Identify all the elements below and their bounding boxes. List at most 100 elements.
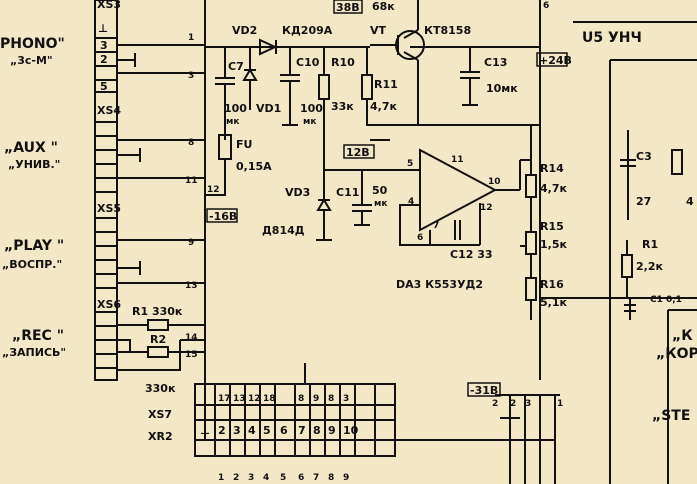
label-c10-unit: мк [303,117,316,127]
label-minus16v: -16В [209,210,237,223]
label-vd2: VD2 [232,24,257,37]
label-c13-value: 10мк [486,82,518,95]
label-c10: C10 [296,56,320,69]
label-r15: R15 [540,220,564,233]
label-play-sub: „ВОСПР." [2,258,62,271]
label-r14-value: 4,7к [540,182,567,195]
label-xr2: XR2 [148,430,173,443]
xs7-plug-pin-9: 10 [343,424,359,437]
label-da3: DA3 К553УД2 [396,278,483,291]
label-330k: 330к [145,382,176,395]
xr2-pin-5: 6 [298,473,304,483]
label-c7-unit: мк [226,117,239,127]
pin-13: 13 [185,281,198,291]
label-d814d: Д814Д [262,224,305,237]
xs7-plug-pin-2: 3 [233,424,241,437]
label-phono: PHONO" [0,36,65,52]
pin-1: 1 [188,33,194,43]
xs7-top-pin-1: 13 [233,394,246,404]
label-r10-value: 33к [331,100,354,113]
label-play: „PLAY " [4,238,64,254]
label-r15-value: 1,5к [540,238,567,251]
label-vd3: VD3 [285,186,310,199]
pin-3-xs3: 3 [100,39,108,52]
label-r1-right-value: 2,2к [636,260,663,273]
xs7-top-pin-6: 8 [328,394,334,404]
xs7-plug-pin-4: 5 [263,424,271,437]
label-oa-pin11: 11 [451,155,464,165]
label-r10: R10 [331,56,355,69]
label-xs4: XS4 [97,104,121,117]
label-oa-pin7: 7 [433,221,439,231]
xr2-pin-8: 9 [343,473,349,483]
label-u5-title: U5 УНЧ [582,30,642,46]
pin-3: 3 [188,71,194,81]
pin-11: 11 [185,176,198,186]
pin-9: 9 [188,238,194,248]
label-68k: 68к [372,0,395,13]
label-38v: 38В [336,1,360,14]
label-c11-value: 50 [372,184,388,197]
label-c7-value: 100 [224,102,247,115]
label-oa-pin12: 12 [480,203,493,213]
label-rec: „REC " [12,328,64,344]
pin-5-xs3: 5 [100,80,108,93]
xr2-pin-4: 5 [280,473,286,483]
label-xs5: XS5 [97,202,121,215]
label-r11: R11 [374,78,398,91]
label-aux: „AUX " [4,140,58,156]
pin-12: 12 [207,185,220,195]
label-oa-pin5: 5 [407,159,413,169]
label-vt: VT [370,24,387,37]
xs7-top-pin-4: 8 [298,394,304,404]
label-oa-pin10: 10 [488,177,501,187]
label-pin-3b: 3 [525,399,531,409]
xs7-plug-pin-5: 6 [280,424,288,437]
label-c11: C11 [336,186,359,199]
label-pin-2c: 2 [492,399,498,409]
label-rec-sub: „ЗАПИСЬ" [2,346,66,359]
label-kor: „КОР [656,346,697,362]
label-xs7: XS7 [148,408,172,421]
xs7-plug-pin-3: 4 [248,424,256,437]
pin-15: 15 [185,350,198,360]
label-c10-value: 100 [300,102,323,115]
label-24v: +24В [539,54,572,67]
label-c3-value: 27 [636,195,651,208]
xr2-pin-1: 2 [233,473,239,483]
xs7-plug-pin-6: 7 [298,424,306,437]
xs7-top-pin-3: 18 [263,394,276,404]
label-xs3: XS3 [97,0,121,11]
label-vd1: VD1 [256,102,281,115]
label-pin-2b: 2 [510,399,516,409]
xr2-pin-3: 4 [263,473,269,483]
label-pin6: 6 [543,1,549,11]
label-r2: R2 [150,333,166,346]
xr2-pin-7: 8 [328,473,334,483]
xs7-top-pin-2: 12 [248,394,261,404]
xr2-pin-0: 1 [218,473,224,483]
label-r11-value: 4,7к [370,100,397,113]
xr2-pin-2: 3 [248,473,254,483]
label-phono-sub: „3с-М" [10,54,53,67]
pin-gnd-xs3: ⊥ [98,22,108,35]
label-r1: R1 330к [132,305,183,318]
label-kt8158: КТ8158 [424,24,471,37]
label-c12: C12 33 [450,248,493,261]
label-fu-value: 0,15А [236,160,272,173]
xs7-plug-pin-7: 8 [313,424,321,437]
label-c3-value2: 4 [686,195,694,208]
label-fu: FU [236,138,252,151]
pin-2-xs3: 2 [100,53,108,66]
pin-14: 14 [185,333,198,343]
label-r14: R14 [540,162,564,175]
label-xs6: XS6 [97,298,121,311]
pin-8: 8 [188,138,194,148]
label-r16-value: 5,1к [540,296,567,309]
xs7-top-pin-5: 9 [313,394,319,404]
label-c3: C3 [636,150,652,163]
xs7-plug-pin-8: 9 [328,424,336,437]
label-c13: C13 [484,56,507,69]
